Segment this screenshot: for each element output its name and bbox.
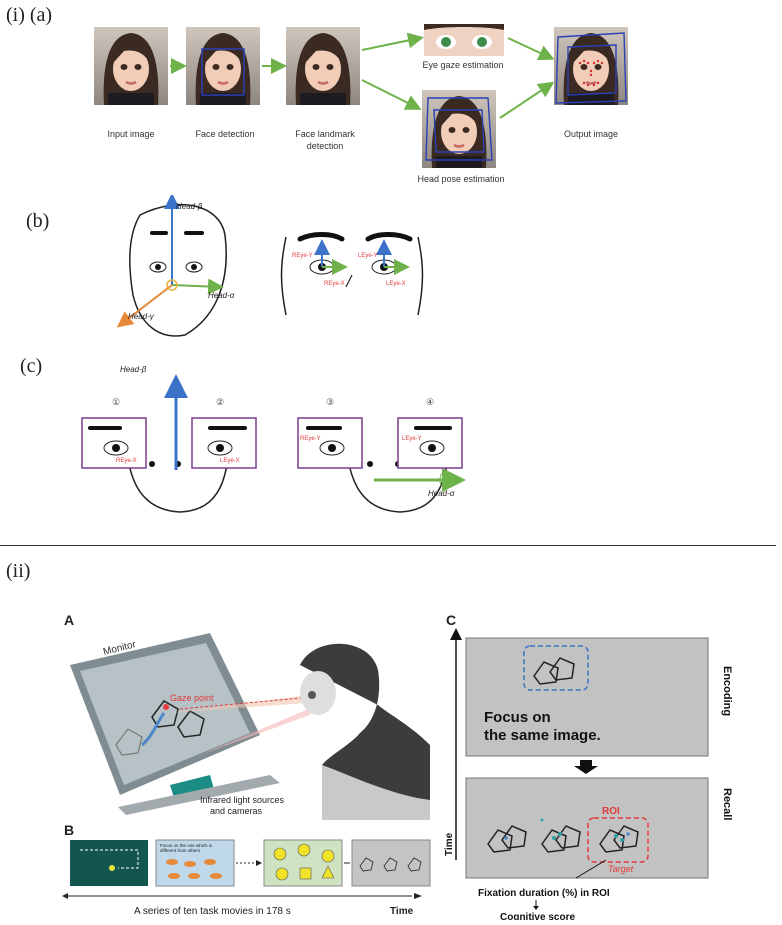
head-axes-diagram: Head-β Head-α Head-γ REye-Y REye-X LEye-… — [116, 195, 424, 337]
target-label: Target — [608, 864, 634, 874]
face-landmark-image — [284, 25, 362, 107]
label-head-beta: Head-β — [176, 202, 203, 211]
label-head-gamma: Head-γ — [128, 312, 155, 321]
label-reye-x: REye-X — [324, 281, 345, 287]
c-label-head-beta: Head-β — [120, 365, 147, 374]
ir-label-2: and cameras — [210, 806, 263, 816]
caption-detect: Face detection — [195, 129, 255, 139]
c-leye-y: LEye-Y — [402, 436, 422, 442]
label-leye-y: LEye-Y — [358, 253, 378, 259]
caption-pose: Head pose estimation — [417, 174, 505, 184]
c-leye-x: LEye-X — [220, 458, 240, 464]
label-leye-x: LEye-X — [386, 281, 406, 287]
panel-c-label: (c) — [20, 355, 43, 377]
panel-A-label: A — [64, 612, 75, 628]
section-ii-label: (ii) — [6, 560, 31, 582]
eye-tracking-setup: Monitor Gaze point Infrared light source… — [70, 633, 430, 820]
cognitive-label: Cognitive score — [500, 912, 575, 920]
time-label-C: Time — [444, 832, 455, 856]
recall-label: Recall — [721, 788, 733, 820]
c-reye-y: REye-Y — [300, 436, 321, 442]
panel-b-label: (b) — [26, 210, 50, 232]
arrow-4 — [361, 79, 422, 110]
label-reye-y: REye-Y — [292, 253, 313, 259]
series-label: A series of ten task movies in 178 s — [134, 906, 291, 917]
ir-label-1: Infrared light sources — [200, 795, 285, 805]
face-detection-image — [184, 25, 262, 107]
task-text-1: Focus on the one which is — [160, 843, 213, 848]
input-image — [92, 25, 170, 107]
gaze-point-label: Gaze point — [170, 693, 214, 703]
panel-B-label: B — [64, 822, 75, 838]
encoding-recall-diagram: Time Focus on the same image. Encoding R… — [444, 628, 733, 920]
head-rotation-diagram: Head-β ① ② REye-X LEye-X Head-α ③ ④ REye… — [81, 365, 466, 513]
focus-text-2: the same image. — [484, 727, 601, 744]
fixation-label: Fixation duration (%) in ROI — [478, 888, 610, 899]
c-n2: ② — [216, 397, 224, 407]
roi-label: ROI — [602, 806, 620, 817]
label-head-alpha: Head-α — [208, 291, 235, 300]
c-n4: ④ — [426, 397, 434, 407]
arrow-3 — [361, 32, 424, 51]
encoding-label: Encoding — [721, 666, 733, 716]
output-image — [552, 25, 630, 107]
task-sequence: Focus on the one which is different from… — [62, 839, 431, 917]
section-divider — [0, 545, 776, 546]
focus-text-1: Focus on — [484, 709, 551, 726]
arrow-5 — [507, 37, 555, 61]
section-i-label: (i) (a) — [6, 4, 53, 26]
c-n1: ① — [112, 397, 120, 407]
eye-gaze-image — [424, 24, 504, 56]
task-text-2: different from others — [160, 848, 201, 853]
caption-landmark-2: detection — [306, 141, 344, 151]
time-label-B: Time — [390, 906, 414, 917]
panel-C-label: C — [446, 612, 457, 628]
c-reye-x: REye-X — [116, 458, 137, 464]
caption-landmark-1: Face landmark — [295, 129, 355, 139]
caption-gaze: Eye gaze estimation — [422, 60, 504, 70]
arrow-6 — [499, 81, 555, 119]
pipeline-diagram — [92, 24, 630, 170]
head-pose-image — [420, 88, 498, 170]
c-label-head-alpha: Head-α — [428, 489, 455, 498]
caption-input: Input image — [107, 129, 155, 139]
caption-output: Output image — [563, 129, 619, 139]
c-n3: ③ — [326, 397, 334, 407]
